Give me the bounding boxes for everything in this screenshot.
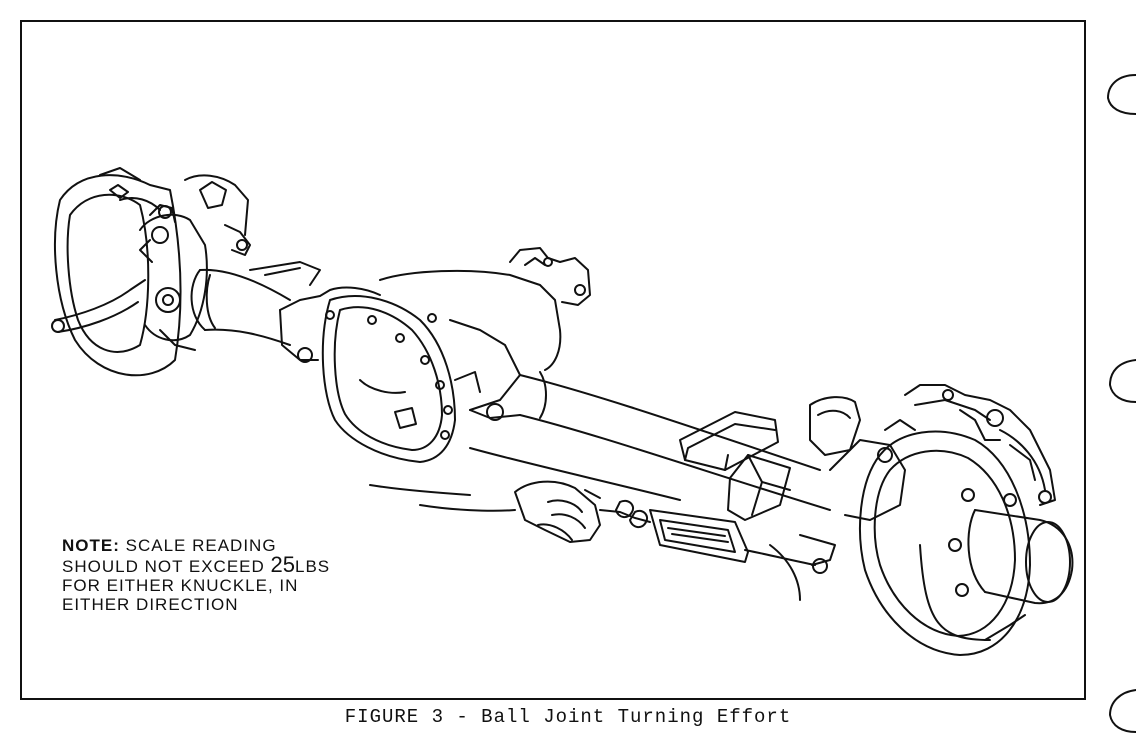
note-line2-pre: SHOULD NOT EXCEED: [62, 557, 271, 576]
note-label: NOTE:: [62, 536, 120, 555]
note-line2-unit: LBS: [295, 557, 331, 576]
note-line2-value: 25: [270, 552, 295, 577]
binder-hole-icon: [1107, 74, 1136, 115]
note-line-3: FOR EITHER KNUCKLE, IN: [62, 576, 299, 595]
differential-housing: [279, 247, 591, 463]
right-axle-tube: [469, 371, 836, 574]
spring-scale-illustration: [599, 499, 816, 601]
binder-hole-icon: [1109, 359, 1136, 403]
note-line-4: EITHER DIRECTION: [62, 595, 239, 614]
note-text-block: NOTE: SCALE READING SHOULD NOT EXCEED 25…: [62, 536, 330, 614]
hand-illustration: [369, 480, 601, 543]
note-line-1: NOTE: SCALE READING: [62, 536, 330, 555]
right-brake-assembly: [809, 384, 1074, 656]
left-axle-tube: [190, 261, 321, 346]
figure-caption: FIGURE 3 - Ball Joint Turning Effort: [344, 706, 792, 728]
note-line1-text: SCALE READING: [125, 536, 277, 555]
left-brake-assembly: [51, 167, 251, 377]
note-line-2: SHOULD NOT EXCEED 25LBS: [62, 552, 331, 577]
binder-hole-icon: [1109, 689, 1136, 733]
figure-frame: [20, 20, 1086, 700]
